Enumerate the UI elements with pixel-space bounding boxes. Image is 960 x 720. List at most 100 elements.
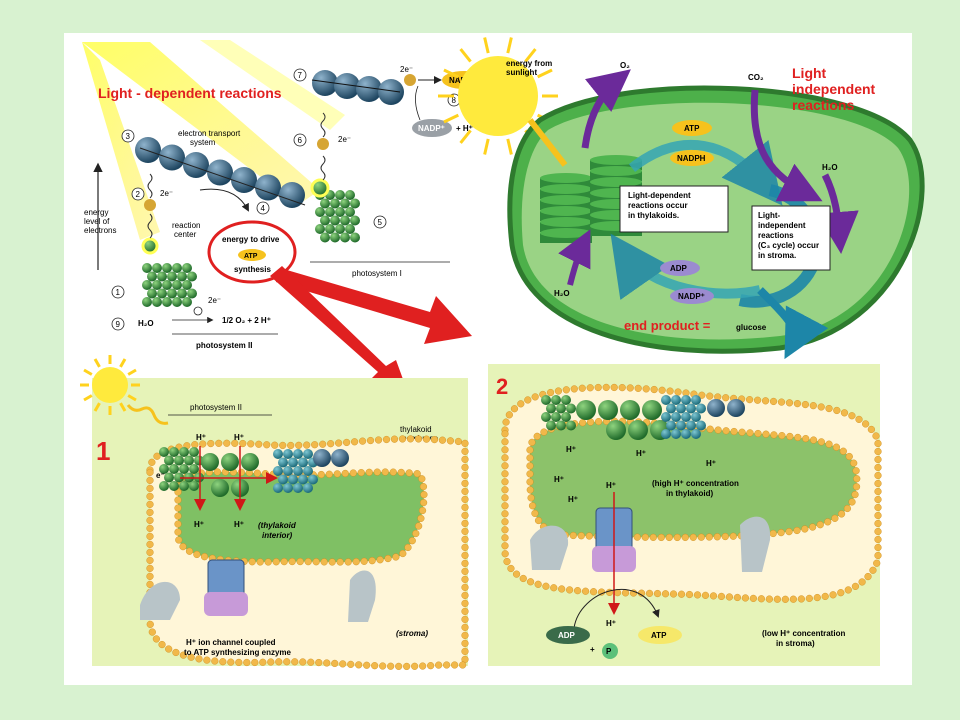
ps2-ball <box>182 263 192 273</box>
nadp-label-right: NADP⁺ <box>678 292 705 301</box>
lipid-head <box>461 623 469 631</box>
lipid-head <box>641 533 649 541</box>
electron-transport-chain <box>135 137 305 208</box>
lipid-head <box>610 383 618 392</box>
photosystem-ii-cluster <box>142 263 197 307</box>
lipid-head <box>288 557 296 566</box>
lipid-head <box>501 438 509 446</box>
light-dependent-title: Light - dependent reactions <box>98 85 282 101</box>
lipid-head <box>406 435 415 443</box>
ps2-protein <box>169 464 179 474</box>
drive-label-1: energy to drive <box>222 235 280 244</box>
lipid-protein-left <box>530 525 569 570</box>
info-box-stroma <box>751 205 831 271</box>
lipid-head <box>315 658 323 667</box>
step-marker <box>131 187 145 201</box>
channel-label-1: H⁺ ion channel coupled <box>186 638 276 647</box>
lipid-head <box>585 532 593 540</box>
lipid-head <box>526 578 535 586</box>
lipid-head <box>722 427 730 435</box>
lipid-head <box>461 463 469 471</box>
lipid-head <box>349 469 357 477</box>
cytochrome-ball <box>598 400 618 420</box>
step-marker <box>373 215 387 229</box>
lipid-head <box>533 432 541 440</box>
lipid-head <box>510 405 519 413</box>
ps2-protein <box>179 447 189 457</box>
ps1-ball <box>320 198 330 209</box>
lipid-head <box>373 468 381 476</box>
lipid-head <box>179 651 188 659</box>
step-number: 2 <box>136 190 141 199</box>
h-label-1d: H⁺ <box>234 520 244 529</box>
step-marker <box>256 201 270 215</box>
lipid-head <box>831 514 839 522</box>
lipid-head <box>146 508 154 516</box>
lipid-head <box>325 470 333 478</box>
ps1-protein <box>681 429 691 439</box>
cytochrome-ball <box>211 479 229 497</box>
ps2-protein <box>561 395 571 405</box>
step-number: 7 <box>298 71 303 80</box>
lipid-head <box>729 532 737 540</box>
step-number: 9 <box>116 320 121 329</box>
lipid-head <box>843 504 852 513</box>
lipid-head <box>649 533 657 541</box>
lipid-head <box>653 589 662 598</box>
lipid-head <box>534 516 543 525</box>
ps1-protein <box>273 466 283 476</box>
ps2-ball <box>152 280 162 290</box>
lipid-head <box>650 385 658 394</box>
lipid-head <box>837 510 846 518</box>
lipid-head <box>454 437 463 446</box>
ps1-protein <box>293 466 303 476</box>
o2-arrow <box>581 69 631 149</box>
h2o-bottom-arrow <box>558 229 591 286</box>
lipid-head <box>174 504 182 512</box>
info-box-line: Light-dependent <box>628 191 691 200</box>
lipid-head <box>534 580 542 588</box>
ps2-protein <box>189 464 199 474</box>
ps1-ball <box>325 224 335 234</box>
lipid-head <box>874 551 882 560</box>
glucose-arrow <box>757 287 829 360</box>
lipid-head <box>368 557 376 565</box>
reaction-label-2: center <box>174 230 197 239</box>
ps2-ball <box>162 297 172 307</box>
panel-1-thylakoid: 1 photosystem II thylakoid membrane H⁺ H… <box>80 355 469 671</box>
lipid-head <box>295 441 303 449</box>
lipid-head <box>461 599 469 607</box>
lipid-head <box>874 439 882 448</box>
info-box-line: Light- <box>758 211 781 220</box>
lipid-head <box>446 437 455 445</box>
lipid-head <box>698 391 706 399</box>
ps1-label: photosystem I <box>352 269 402 278</box>
thylakoid-disc-top <box>590 155 642 165</box>
lipid-head <box>279 441 287 450</box>
lipid-head <box>461 559 469 567</box>
lipid-head <box>371 662 379 670</box>
ps2-ball <box>172 280 182 290</box>
lipid-head <box>753 396 762 404</box>
ps2-ball <box>157 288 167 299</box>
lipid-head <box>333 470 341 478</box>
lipid-head <box>341 469 349 478</box>
ps2-protein <box>164 455 174 466</box>
ps1-ball <box>350 232 360 243</box>
lipid-head <box>335 439 343 447</box>
photosystem-i-cluster <box>315 190 360 243</box>
lipid-head <box>833 406 841 415</box>
lipid-head <box>422 435 431 443</box>
sun-ray <box>483 37 490 54</box>
nadph-label-right: NADPH <box>677 154 706 163</box>
lipid-head <box>259 658 267 666</box>
lipid-head <box>805 594 813 602</box>
lipid-head <box>174 520 182 528</box>
lipid-head <box>501 526 509 534</box>
ps1-reaction-center <box>310 178 330 198</box>
lipid-head <box>158 640 166 649</box>
phosphate-label: P <box>606 647 612 656</box>
ps2-protein <box>189 481 199 491</box>
lipid-head <box>809 402 817 410</box>
lipid-head <box>733 593 742 602</box>
